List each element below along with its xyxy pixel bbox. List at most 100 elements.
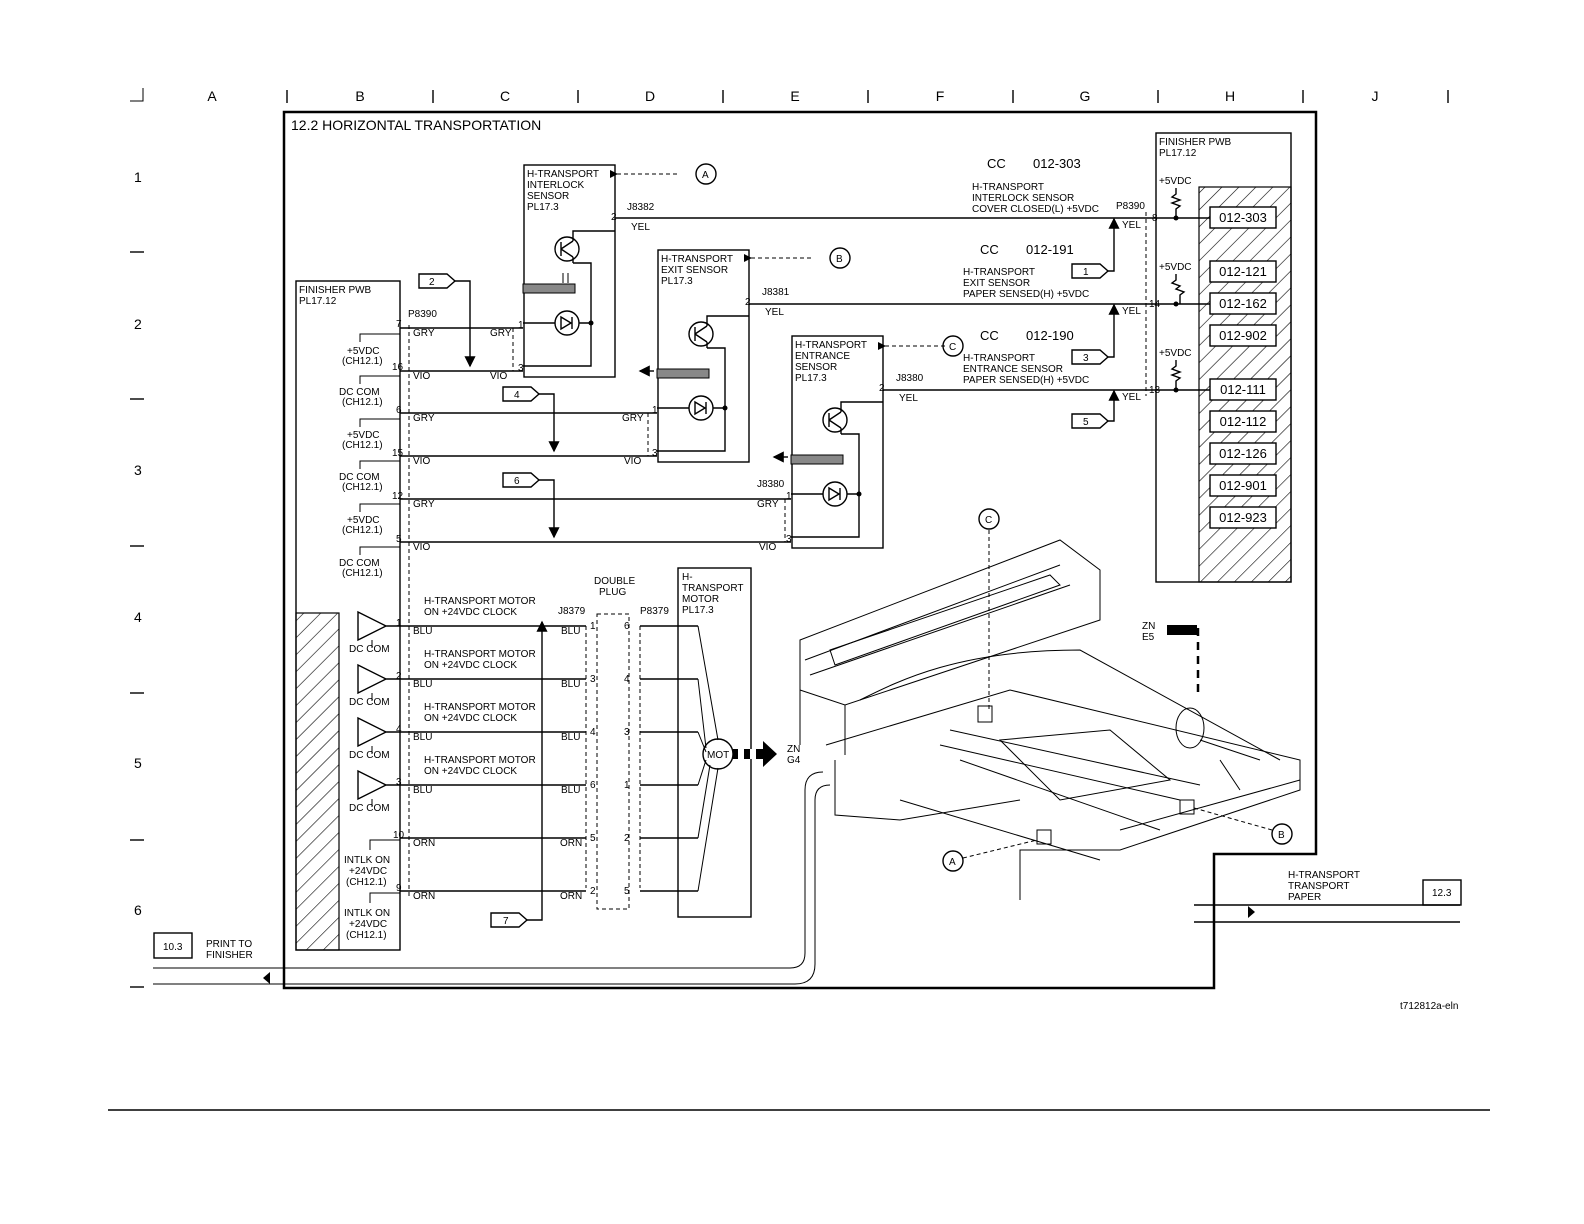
svg-text:ORN: ORN bbox=[560, 838, 582, 849]
svg-text:YEL: YEL bbox=[1122, 220, 1141, 231]
motor-section: DC COM DC COM DC COM DC COM INTLK ON +24… bbox=[344, 567, 801, 941]
svg-text:PLUG: PLUG bbox=[599, 587, 626, 598]
svg-text:H-TRANSPORT: H-TRANSPORT bbox=[795, 340, 867, 351]
pin-number: 12 bbox=[392, 491, 404, 502]
svg-text:BLU: BLU bbox=[413, 732, 432, 743]
fault-code-label: 012-902 bbox=[1219, 328, 1267, 343]
signal-labels: CC 012-303 H-TRANSPORT INTERLOCK SENSOR … bbox=[963, 156, 1161, 403]
pin-number: 16 bbox=[392, 362, 404, 373]
left-pwb-pl: PL17.12 bbox=[299, 296, 337, 307]
svg-text:DC COM: DC COM bbox=[349, 750, 390, 761]
pin-label: +5VDC bbox=[347, 346, 380, 357]
svg-text:YEL: YEL bbox=[765, 307, 784, 318]
svg-text:H-TRANSPORT: H-TRANSPORT bbox=[963, 267, 1035, 278]
paper-path: 10.3 PRINT TO FINISHER 12.3 H-TRANSPORT … bbox=[153, 771, 1462, 985]
left-finisher-pwb: FINISHER PWB PL17.12 bbox=[295, 280, 401, 951]
svg-text:H-TRANSPORT MOTOR: H-TRANSPORT MOTOR bbox=[424, 755, 536, 766]
svg-text:PL17.3: PL17.3 bbox=[682, 605, 714, 616]
svg-text:ORN: ORN bbox=[560, 891, 582, 902]
svg-text:H-TRANSPORT MOTOR: H-TRANSPORT MOTOR bbox=[424, 596, 536, 607]
col-label: C bbox=[500, 88, 510, 104]
pin-label: DC COM bbox=[339, 387, 380, 398]
fault-code-box: 012-902 bbox=[1209, 324, 1277, 347]
svg-text:+5VDC: +5VDC bbox=[1159, 176, 1192, 187]
pin-number: 7 bbox=[396, 319, 402, 330]
svg-text:1: 1 bbox=[786, 491, 792, 502]
wire-color: GRY bbox=[413, 499, 435, 510]
interlock-sensor: H-TRANSPORT INTERLOCK SENSOR PL17.3 J838… bbox=[518, 163, 717, 378]
svg-text:EXIT SENSOR: EXIT SENSOR bbox=[661, 265, 728, 276]
pin-label: (CH12.1) bbox=[342, 482, 383, 493]
svg-text:BLU: BLU bbox=[561, 785, 580, 796]
wire-color: GRY bbox=[413, 413, 435, 424]
svg-text:PL17.3: PL17.3 bbox=[795, 373, 827, 384]
svg-text:H-TRANSPORT MOTOR: H-TRANSPORT MOTOR bbox=[424, 649, 536, 660]
fault-code-box: 012-901 bbox=[1209, 474, 1277, 497]
svg-text:5: 5 bbox=[1083, 417, 1089, 428]
svg-text:ZN: ZN bbox=[1142, 621, 1155, 632]
svg-text:1: 1 bbox=[590, 621, 596, 632]
svg-text:1: 1 bbox=[518, 320, 524, 331]
svg-text:BLU: BLU bbox=[413, 785, 432, 796]
svg-text:COVER CLOSED(L) +5VDC: COVER CLOSED(L) +5VDC bbox=[972, 204, 1099, 215]
svg-text:DC COM: DC COM bbox=[349, 644, 390, 655]
svg-text:H-TRANSPORT: H-TRANSPORT bbox=[972, 182, 1044, 193]
svg-text:2: 2 bbox=[611, 212, 617, 223]
svg-text:ON +24VDC CLOCK: ON +24VDC CLOCK bbox=[424, 607, 517, 618]
flag-2: 2 bbox=[418, 273, 476, 368]
wire-color: GRY bbox=[490, 328, 512, 339]
svg-text:2: 2 bbox=[624, 833, 630, 844]
svg-text:PRINT TO: PRINT TO bbox=[206, 939, 252, 950]
svg-text:YEL: YEL bbox=[631, 222, 650, 233]
svg-text:C: C bbox=[985, 515, 992, 526]
fault-code-label: 012-923 bbox=[1219, 510, 1267, 525]
svg-text:8: 8 bbox=[1152, 213, 1158, 224]
svg-text:PAPER SENSED(H) +5VDC: PAPER SENSED(H) +5VDC bbox=[963, 289, 1089, 300]
svg-text:G4: G4 bbox=[787, 755, 801, 766]
fault-code-box: 012-162 bbox=[1209, 292, 1277, 315]
exit-sensor: H-TRANSPORT EXIT SENSOR PL17.3 J8381 2 1… bbox=[638, 247, 851, 463]
svg-text:14: 14 bbox=[1149, 299, 1161, 310]
left-pin-labels: +5VDC (CH12.1) DC COM (CH12.1) +5VDC (CH… bbox=[339, 319, 404, 579]
svg-text:+24VDC: +24VDC bbox=[349, 919, 387, 930]
svg-text:H-TRANSPORT: H-TRANSPORT bbox=[527, 169, 599, 180]
svg-text:3: 3 bbox=[786, 534, 792, 545]
sensor-wires bbox=[400, 327, 791, 543]
fault-code-label: 012-112 bbox=[1220, 414, 1267, 429]
fault-code-label: 012-126 bbox=[1219, 446, 1267, 461]
left-connector: P8390 bbox=[408, 309, 437, 320]
svg-text:SENSOR: SENSOR bbox=[795, 362, 837, 373]
wire-color-labels: GRY GRY VIO VIO GRY GRY VIO VIO GRY GRY … bbox=[413, 328, 779, 553]
fault-code-box: 012-923 bbox=[1209, 506, 1277, 529]
fault-code-label: 012-901 bbox=[1219, 478, 1267, 493]
svg-text:CC: CC bbox=[980, 242, 999, 257]
svg-text:YEL: YEL bbox=[1122, 392, 1141, 403]
svg-text:SENSOR: SENSOR bbox=[527, 191, 569, 202]
svg-text:ON +24VDC CLOCK: ON +24VDC CLOCK bbox=[424, 713, 517, 724]
svg-text:A: A bbox=[949, 857, 956, 868]
svg-text:3: 3 bbox=[590, 674, 596, 685]
svg-text:5: 5 bbox=[590, 833, 596, 844]
grid-border: A B C D E F G H J 1 2 3 4 5 6 bbox=[130, 88, 1449, 988]
svg-text:2: 2 bbox=[590, 886, 596, 897]
svg-text:J8382: J8382 bbox=[627, 202, 655, 213]
pin-label: (CH12.1) bbox=[342, 356, 383, 367]
wire-color: GRY bbox=[622, 413, 644, 424]
svg-text:INTLK ON: INTLK ON bbox=[344, 855, 390, 866]
svg-text:4: 4 bbox=[590, 727, 596, 738]
row-label: 4 bbox=[134, 609, 142, 625]
svg-text:P8390: P8390 bbox=[1116, 201, 1145, 212]
mechanical-illustration bbox=[799, 539, 1301, 900]
svg-text:ENTRANCE SENSOR: ENTRANCE SENSOR bbox=[963, 364, 1063, 375]
svg-text:3: 3 bbox=[652, 448, 658, 459]
row-label: 2 bbox=[134, 316, 142, 332]
svg-text:C: C bbox=[949, 342, 956, 353]
svg-text:2: 2 bbox=[429, 277, 435, 288]
svg-text:1: 1 bbox=[652, 405, 658, 416]
svg-text:ORN: ORN bbox=[413, 891, 435, 902]
svg-text:3: 3 bbox=[1083, 353, 1089, 364]
svg-text:012-191: 012-191 bbox=[1026, 242, 1074, 257]
svg-text:INTERLOCK: INTERLOCK bbox=[527, 180, 585, 191]
svg-text:J8380: J8380 bbox=[757, 479, 785, 490]
col-label: D bbox=[645, 88, 655, 104]
